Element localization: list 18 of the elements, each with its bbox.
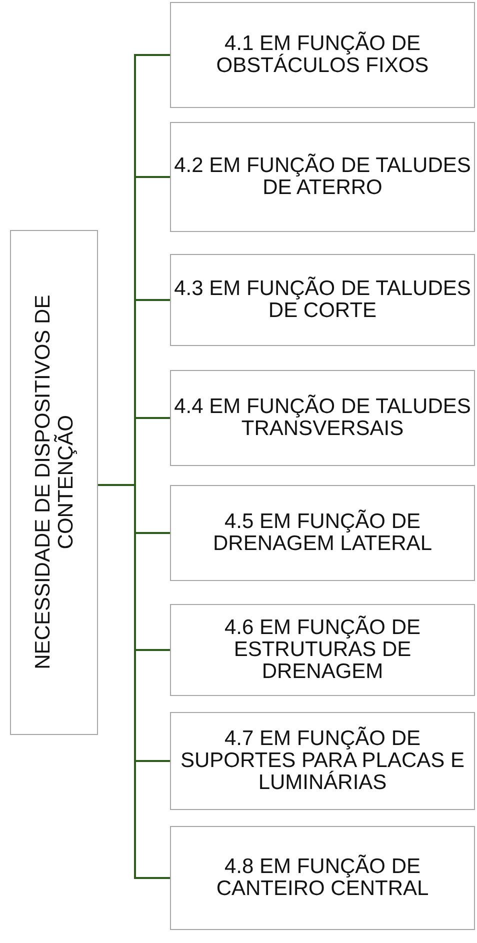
box-label: 4.3 EM FUNÇÃO DE TALUDES DE CORTE bbox=[173, 278, 472, 322]
process-box bbox=[170, 826, 475, 930]
process-box bbox=[170, 604, 475, 696]
process-box bbox=[170, 712, 475, 810]
box-label: 4.5 EM FUNÇÃO DE DRENAGEM LATERAL bbox=[212, 510, 433, 556]
box-label: 4.7 EM FUNÇÃO DE SUPORTES PARA PLACAS E LUMINÁRIAS bbox=[180, 728, 466, 794]
process-box bbox=[170, 370, 475, 466]
process-box bbox=[170, 122, 475, 232]
process-box bbox=[170, 2, 475, 108]
process-box bbox=[170, 485, 475, 581]
process-box bbox=[10, 230, 98, 735]
box-label: 4.2 EM FUNÇÃO DE TALUDES DE ATERRO bbox=[173, 154, 472, 200]
box-label: 4.4 EM FUNÇÃO DE TALUDES TRANSVERSAIS bbox=[173, 396, 472, 440]
box-label: 4.6 EM FUNÇÃO DE ESTRUTURAS DE DRENAGEM bbox=[223, 616, 422, 684]
box-label: NECESSIDADE DE DISPOSITIVOS DE CONTENÇÃO bbox=[30, 294, 78, 672]
box-label: 4.1 EM FUNÇÃO DE OBSTÁCULOS FIXOS bbox=[215, 32, 430, 78]
process-box bbox=[170, 254, 475, 346]
box-label: 4.8 EM FUNÇÃO DE CANTEIRO CENTRAL bbox=[215, 856, 430, 900]
